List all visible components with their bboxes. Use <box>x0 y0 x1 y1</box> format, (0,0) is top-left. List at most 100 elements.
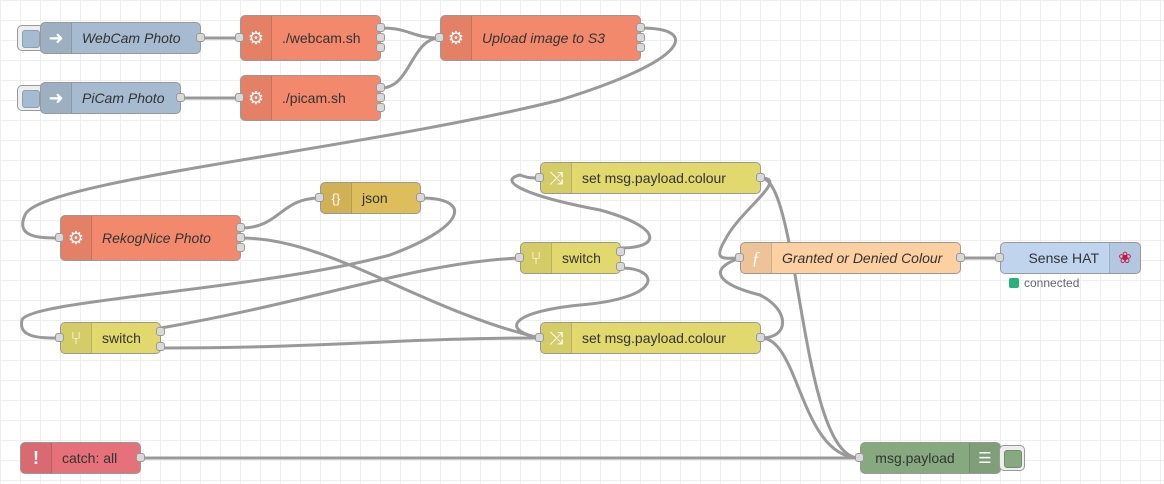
switch-icon: ⑂ <box>521 243 552 273</box>
node-set-colour-top[interactable]: ⤨ set msg.payload.colour <box>540 162 761 194</box>
exclamation-icon: ! <box>21 443 52 473</box>
node-label: switch <box>102 330 141 346</box>
output-port[interactable] <box>636 43 645 52</box>
wire <box>20 196 456 340</box>
node-picam-sh[interactable]: ⚙ ./picam.sh <box>240 75 381 121</box>
input-port[interactable] <box>235 33 244 42</box>
output-port[interactable] <box>376 23 385 32</box>
arrow-right-icon: ➜ <box>41 83 72 113</box>
node-label: ./webcam.sh <box>282 30 361 46</box>
output-port[interactable] <box>236 223 245 232</box>
output-port[interactable] <box>236 233 245 242</box>
wire <box>760 336 861 460</box>
output-port[interactable] <box>156 342 165 351</box>
node-granted-denied[interactable]: ƒ Granted or Denied Colour <box>740 242 961 274</box>
node-webcam-sh[interactable]: ⚙ ./webcam.sh <box>240 15 381 61</box>
input-port[interactable] <box>515 253 524 262</box>
node-label: Sense HAT <box>1028 250 1099 266</box>
node-switch-left[interactable]: ⑂ switch <box>60 322 161 354</box>
output-port[interactable] <box>416 193 425 202</box>
status-text: connected <box>1024 276 1080 290</box>
output-port[interactable] <box>376 33 385 42</box>
input-port[interactable] <box>55 333 64 342</box>
input-port[interactable] <box>535 173 544 182</box>
output-port[interactable] <box>616 262 625 271</box>
input-port[interactable] <box>995 253 1004 262</box>
input-port[interactable] <box>735 253 744 262</box>
output-port[interactable] <box>176 93 185 102</box>
gear-icon: ⚙ <box>241 16 272 60</box>
wire <box>240 196 321 230</box>
output-port[interactable] <box>376 93 385 102</box>
node-label: Granted or Denied Colour <box>782 250 943 266</box>
output-port[interactable] <box>616 247 625 256</box>
node-picam-photo[interactable]: ➜ PiCam Photo <box>40 82 181 114</box>
output-port[interactable] <box>376 103 385 112</box>
output-port[interactable] <box>156 327 165 336</box>
node-label: catch: all <box>62 450 118 466</box>
node-label: switch <box>562 250 601 266</box>
gear-icon: ⚙ <box>241 76 272 120</box>
output-port[interactable] <box>376 83 385 92</box>
arrow-right-icon: ➜ <box>41 23 72 53</box>
node-switch-mid[interactable]: ⑂ switch <box>520 242 621 274</box>
shuffle-icon: ⤨ <box>541 163 572 193</box>
node-webcam-photo[interactable]: ➜ WebCam Photo <box>40 22 201 54</box>
debug-toggle-square <box>1004 450 1022 468</box>
input-port[interactable] <box>535 333 544 342</box>
status-dot <box>1009 278 1019 288</box>
input-port[interactable] <box>235 93 244 102</box>
gear-icon: ⚙ <box>441 16 472 60</box>
shuffle-icon: ⤨ <box>541 323 572 353</box>
output-port[interactable] <box>636 33 645 42</box>
node-sense-hat[interactable]: ❀ Sense HAT <box>1000 242 1141 274</box>
wire <box>240 236 541 340</box>
node-set-colour-bottom[interactable]: ⤨ set msg.payload.colour <box>540 322 761 354</box>
node-catch-all[interactable]: ! catch: all <box>20 442 141 474</box>
input-port[interactable] <box>855 453 864 462</box>
wire <box>515 266 650 340</box>
output-port[interactable] <box>376 43 385 52</box>
node-label: set msg.payload.colour <box>582 330 726 346</box>
node-msg-payload[interactable]: ☰ msg.payload <box>860 442 1001 474</box>
wire <box>160 336 541 350</box>
wire <box>510 173 651 250</box>
node-label: ./picam.sh <box>282 90 346 106</box>
output-port[interactable] <box>136 453 145 462</box>
node-label: msg.payload <box>875 450 955 466</box>
input-port[interactable] <box>55 233 64 242</box>
output-port[interactable] <box>196 33 205 42</box>
debug-toggle-button[interactable] <box>999 445 1025 471</box>
input-port[interactable] <box>435 33 444 42</box>
wire <box>718 256 785 340</box>
wire <box>21 26 678 240</box>
node-label: set msg.payload.colour <box>582 170 726 186</box>
node-upload-s3[interactable]: ⚙ Upload image to S3 <box>440 15 641 61</box>
status-indicator: connected <box>1009 276 1079 290</box>
node-label: json <box>362 190 388 206</box>
node-label: RekogNice Photo <box>102 230 211 246</box>
output-port[interactable] <box>756 333 765 342</box>
braces-icon: {} <box>321 183 352 213</box>
wire <box>160 256 521 330</box>
node-rekognice-photo[interactable]: ⚙ RekogNice Photo <box>60 215 241 261</box>
inject-button-square <box>22 30 40 48</box>
wire <box>760 176 861 460</box>
wire <box>380 26 441 40</box>
input-port[interactable] <box>315 193 324 202</box>
node-label: Upload image to S3 <box>482 30 605 46</box>
node-label: PiCam Photo <box>82 90 165 106</box>
raspberry-icon: ❀ <box>1109 243 1140 273</box>
output-port[interactable] <box>236 243 245 252</box>
switch-icon: ⑂ <box>61 323 92 353</box>
output-port[interactable] <box>756 173 765 182</box>
output-port[interactable] <box>636 23 645 32</box>
output-port[interactable] <box>956 253 965 262</box>
wire <box>380 36 441 90</box>
node-json[interactable]: {} json <box>320 182 421 214</box>
node-label: WebCam Photo <box>82 30 181 46</box>
function-icon: ƒ <box>741 243 772 273</box>
gear-icon: ⚙ <box>61 216 92 260</box>
list-icon: ☰ <box>969 443 1000 473</box>
